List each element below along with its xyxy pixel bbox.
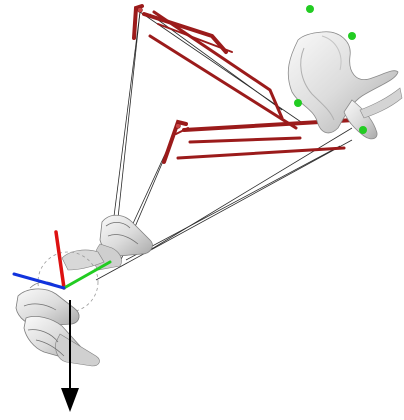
muscle-strand	[175, 127, 189, 135]
cable-line	[117, 11, 141, 219]
muscle-strand	[157, 23, 233, 53]
foot-bones-icon[interactable]	[15, 281, 100, 367]
cable-line	[125, 145, 341, 261]
pelvis-bone-icon[interactable]	[287, 31, 403, 140]
cable-line	[149, 127, 353, 251]
attachment-point	[137, 7, 143, 13]
muscle-strand	[176, 146, 346, 160]
muscle-group-upper[interactable]	[132, 4, 298, 130]
marker-dot-icon	[348, 32, 356, 40]
muscle-strand	[132, 4, 144, 40]
axis-x-red	[54, 230, 66, 290]
cable-line	[95, 139, 353, 281]
cable-line	[139, 11, 305, 125]
femur-bone-icon[interactable]	[61, 214, 153, 271]
marker-dot-icon	[306, 5, 314, 13]
axis-triad[interactable]	[12, 230, 112, 290]
marker-dot-icon	[359, 126, 367, 134]
rotation-gizmo[interactable]	[37, 251, 99, 313]
cable-line	[111, 11, 141, 233]
muscle-strand	[162, 119, 188, 164]
attachment-point	[175, 123, 181, 129]
muscle-strand	[188, 136, 302, 144]
axis-z-blue	[12, 272, 66, 290]
down-arrow-icon[interactable]	[61, 300, 79, 412]
muscle-strand	[148, 34, 298, 130]
axis-y-green	[62, 260, 112, 290]
marker-dots[interactable]	[294, 5, 367, 134]
marker-dot-icon	[294, 99, 302, 107]
